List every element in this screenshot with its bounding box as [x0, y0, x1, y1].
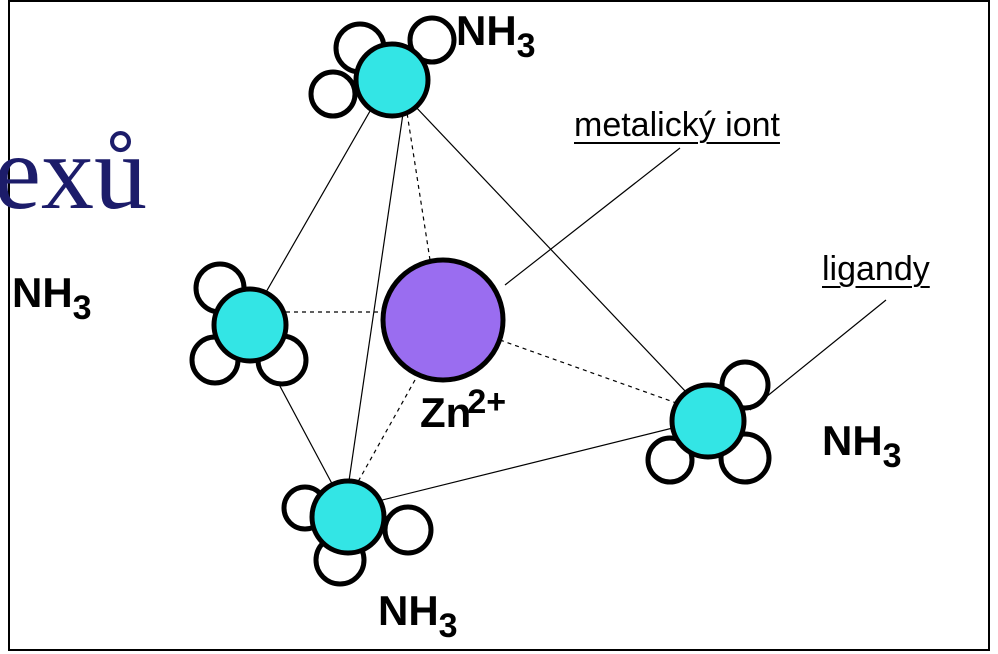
ammonia-label-bottom: NH3	[378, 587, 458, 644]
slide-title-fragment: exů	[0, 114, 148, 231]
ligand-formula: NH	[12, 269, 73, 316]
metal-ion-callout: metalický iont	[574, 106, 780, 144]
ammonia-label-left: NH3	[12, 269, 92, 326]
ligand-subscript: 3	[72, 289, 92, 327]
zinc-ion-label: Zn2+	[420, 385, 510, 436]
ligand-subscript: 3	[438, 607, 458, 645]
nitrogen-atom	[353, 41, 431, 119]
ligand-formula: NH	[822, 417, 883, 464]
ammonia-bottom	[281, 478, 434, 587]
edge-top-bottom	[344, 99, 406, 509]
tetrahedron-edges	[249, 84, 706, 509]
nitrogen-atom	[211, 286, 289, 364]
ammonia-left	[189, 261, 309, 387]
bond-to-top	[404, 99, 431, 261]
ligands-callout-line	[749, 299, 887, 411]
ligand-subscript: 3	[516, 27, 536, 65]
hydrogen-atom	[382, 504, 434, 556]
ligand-formula: NH	[456, 7, 517, 54]
ligands-callout: ligandy	[822, 250, 930, 288]
ion-symbol: Zn	[420, 389, 472, 436]
edge-bottom-right	[349, 419, 706, 509]
edge-top-left	[249, 84, 386, 321]
ion-charge: 2+	[467, 383, 507, 421]
hydrogen-atom	[645, 435, 695, 485]
ligand-subscript: 3	[882, 437, 902, 475]
ammonia-label-right: NH3	[822, 417, 902, 474]
ammonia-top	[308, 15, 457, 119]
ligand-formula: NH	[378, 587, 439, 634]
ammonia-right	[645, 359, 772, 485]
ammonia-label-top: NH3	[456, 7, 536, 64]
nitrogen-atom	[669, 382, 747, 460]
hydrogen-atom	[407, 15, 457, 65]
nitrogen-atom	[309, 478, 387, 556]
callout-lines	[504, 147, 887, 411]
zinc-ion	[380, 257, 506, 383]
edge-top-right	[394, 84, 706, 413]
metal-ion-callout-line	[504, 147, 681, 286]
hydrogen-atom	[308, 69, 358, 119]
